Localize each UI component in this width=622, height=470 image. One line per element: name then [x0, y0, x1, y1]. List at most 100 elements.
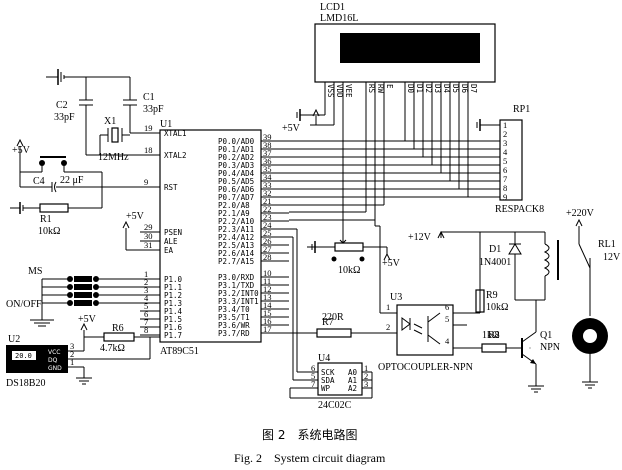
switch-lever[interactable]: [74, 276, 92, 282]
c1-value: 33pF: [143, 104, 164, 115]
mcu-pin-number: 16: [263, 316, 272, 326]
oscillator-circuit: C2 33pF C1 33pF X1 12MHz: [46, 69, 164, 163]
r1-ref: R1: [40, 214, 52, 225]
sensor-display: [12, 351, 36, 360]
mcu-pin-number: 27: [263, 244, 272, 254]
c1-ref: C1: [143, 92, 155, 103]
potentiometer: [334, 242, 364, 252]
mcu-pin-number: 6: [144, 309, 148, 319]
mcu-pin-number: 38: [263, 140, 272, 150]
mcu-pin-name: XTAL2: [164, 151, 187, 160]
eeprom-pin-number: 1: [364, 363, 368, 373]
mcu-pin-number: 13: [263, 292, 272, 302]
mcu-pin-name: P0.6/AD6: [218, 185, 255, 194]
lcd-pin-label: D4: [442, 84, 451, 94]
mcu-pin-name: P3.7/RD: [218, 329, 250, 338]
d1-part: 1N4001: [479, 257, 511, 268]
mcu-pin-number: 31: [144, 240, 153, 250]
mcu-ref: U1: [160, 119, 172, 130]
caption-cn: 图 2 系统电路图: [262, 427, 357, 442]
mcu-pin-name: P2.7/A15: [218, 257, 254, 266]
mcu-pin-number: 23: [263, 212, 272, 222]
ea-vcc-label: +5V: [126, 211, 145, 222]
relay-ref: RL1: [598, 239, 616, 250]
mcu-pin-name: P3.2/INT0: [218, 289, 259, 298]
lcd-part: LMD16L: [320, 13, 358, 24]
r7-value: 220R: [322, 312, 344, 323]
eeprom-pin-number: 3: [364, 379, 368, 389]
opto-pin-4: 4: [445, 336, 450, 346]
mcu-pin-number: 8: [144, 325, 148, 335]
sensor-pin-num-2: 2: [70, 349, 74, 359]
mcu-pin-number: 34: [263, 172, 272, 182]
r8-ref: R8: [488, 330, 500, 341]
respack-pin-number: 5: [503, 156, 507, 166]
relay-value: 12V: [603, 252, 621, 263]
eeprom-pin-number: 7: [311, 379, 315, 389]
mcu-pin-number: 15: [263, 308, 272, 318]
mcu-pin-number: 2: [144, 277, 148, 287]
lcd-pin-label: D7: [469, 84, 478, 93]
mcu-pin-number: 36: [263, 156, 272, 166]
mcu-pin-number: 17: [263, 324, 272, 334]
switch-contact[interactable]: [67, 292, 73, 298]
mcu-pin-name: PSEN: [164, 228, 182, 237]
switch-lever[interactable]: [74, 284, 92, 290]
mcu-pin-number: 37: [263, 148, 272, 158]
r9-value: 10kΩ: [486, 302, 508, 313]
switch-contact[interactable]: [93, 300, 99, 306]
r9-ref: R9: [486, 290, 498, 301]
lcd-pin-label: RW: [376, 84, 385, 94]
mcu-pin-number: 29: [144, 222, 153, 232]
respack-pin-number: 7: [503, 174, 507, 184]
eeprom-pin-name: SDA: [321, 376, 335, 385]
switch-contact[interactable]: [67, 276, 73, 282]
sensor-pin-num-1: 1: [70, 357, 74, 367]
sensor-pin-vcc: VCC: [48, 349, 60, 356]
switch-contact[interactable]: [67, 284, 73, 290]
eeprom-pin-name: A2: [348, 384, 357, 393]
lcd-pin-label: D1: [415, 84, 424, 93]
resistor-r6: [103, 332, 135, 342]
sensor-pin-gnd: GND: [48, 365, 62, 372]
eeprom-pin-number: 5: [311, 371, 315, 381]
mcu-pin-name: P0.1/AD1: [218, 145, 254, 154]
switch-contact[interactable]: [93, 276, 99, 282]
mcu-pin-name: P1.2: [164, 291, 182, 300]
eeprom-part: 24C02C: [318, 400, 352, 411]
switch-ref: MS: [28, 266, 42, 277]
mcu-pin-number: 9: [144, 177, 148, 187]
mcu-pin-number: 39: [263, 132, 272, 142]
c4-ref: C4: [33, 176, 45, 187]
mcu-pin-number: 24: [263, 220, 272, 230]
mcu-pin-name: P3.0/RXD: [218, 273, 255, 282]
switch-contact[interactable]: [93, 292, 99, 298]
resistor-r7: [316, 328, 352, 338]
respack-pin-number: 2: [503, 129, 507, 139]
mcu-pin-name: P2.4/A12: [218, 233, 254, 242]
pot-vcc-label: +5V: [382, 258, 401, 269]
r6-value: 4.7kΩ: [100, 343, 125, 354]
mcu-pin-number: 1: [144, 269, 148, 279]
mcu-part: AT89C51: [160, 346, 199, 357]
relay-driver: +12V R9 10kΩ R8 1kΩ Q1 NPN D1 1N4: [408, 208, 621, 393]
mcu-pin-name: P0.0/AD0: [218, 137, 255, 146]
mcu-pin-number: 26: [263, 236, 272, 246]
switch-lever[interactable]: [74, 300, 92, 306]
switch-label: ON/OFF: [6, 299, 42, 310]
switch-lever[interactable]: [74, 292, 92, 298]
pot-value: 10kΩ: [338, 265, 360, 276]
mcu-pin-name: P0.3/AD3: [218, 161, 254, 170]
mcu-pin-name: P0.4/AD4: [218, 169, 255, 178]
mcu-pin-number: 18: [144, 145, 153, 155]
mcu-pin-name: P1.1: [164, 283, 182, 292]
reset-vcc-label: +5V: [12, 145, 31, 156]
v220-label: +220V: [566, 208, 595, 219]
switch-contact[interactable]: [93, 284, 99, 290]
lcd-pin-label: E: [385, 84, 394, 89]
mcu-left-pins: 19XTAL118XTAL29RST29PSEN30ALE31EA1P1.02P…: [140, 123, 187, 340]
switch-contact[interactable]: [67, 300, 73, 306]
eeprom-pin-number: 2: [364, 371, 368, 381]
